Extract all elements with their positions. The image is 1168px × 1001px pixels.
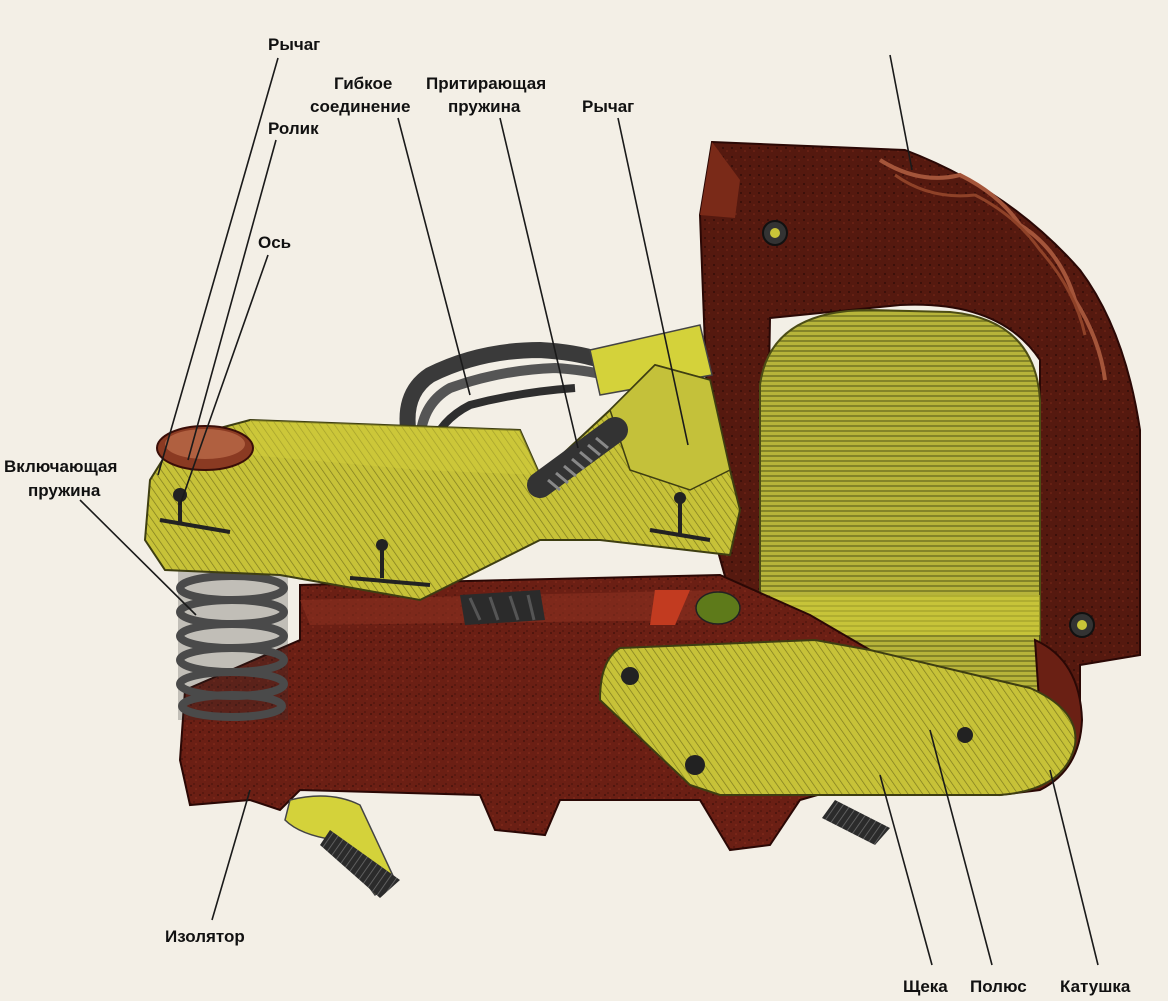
label-lapping-spring-line1: Притирающая bbox=[426, 74, 546, 93]
bolts bbox=[284, 795, 890, 898]
leader-arc-chute bbox=[889, 54, 913, 171]
leader-lever-left bbox=[157, 57, 279, 476]
axis-pins bbox=[159, 488, 711, 587]
leader-lapping-spring bbox=[499, 117, 579, 449]
label-lever-left: Рычаг bbox=[268, 35, 320, 54]
leader-pole bbox=[929, 729, 993, 966]
label-lever-right: Рычаг bbox=[582, 97, 634, 116]
arc-chute bbox=[698, 140, 1141, 702]
label-closing-spring-line1: Включающая bbox=[4, 457, 117, 476]
label-closing-spring-line2: пружина bbox=[28, 481, 101, 500]
label-cheek: Щека bbox=[903, 977, 948, 996]
label-insulator: Изолятор bbox=[165, 927, 245, 946]
leader-closing-spring bbox=[79, 499, 197, 616]
leader-coil bbox=[1049, 769, 1099, 966]
leader-lines bbox=[79, 54, 1099, 966]
leader-cheek bbox=[879, 774, 933, 966]
leader-lever-right bbox=[617, 117, 689, 446]
leader-flexible bbox=[397, 117, 471, 396]
closing-spring bbox=[176, 570, 288, 721]
lever-arm bbox=[143, 363, 742, 602]
label-flexible-line2: соединение bbox=[310, 97, 410, 116]
label-lapping-spring-line2: пружина bbox=[448, 97, 521, 116]
leader-insulator bbox=[211, 789, 251, 921]
lapping-spring bbox=[527, 417, 628, 498]
leader-axis bbox=[179, 254, 269, 506]
leader-roller bbox=[187, 139, 277, 461]
labels: Рычаг Ролик Ось Гибкое соединение Притир… bbox=[4, 35, 1131, 996]
label-pole: Полюс bbox=[970, 977, 1027, 996]
cheek bbox=[598, 638, 1077, 796]
pole bbox=[759, 308, 1041, 721]
label-axis: Ось bbox=[258, 233, 291, 252]
label-roller: Ролик bbox=[268, 119, 319, 138]
label-coil: Катушка bbox=[1060, 977, 1131, 996]
roller bbox=[156, 425, 254, 471]
label-flexible-line1: Гибкое bbox=[334, 74, 392, 93]
